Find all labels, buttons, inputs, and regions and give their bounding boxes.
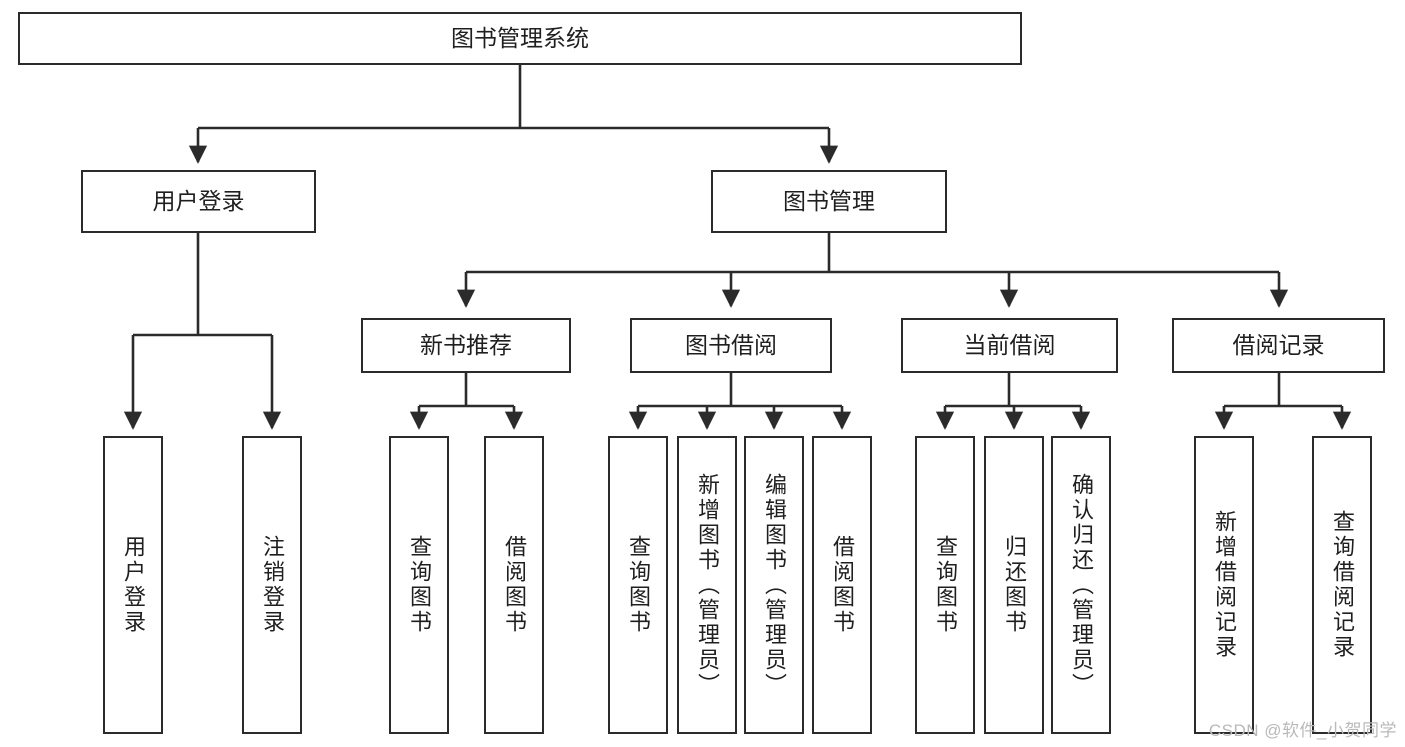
node-current-borrow[interactable]: 当前借阅 (901, 318, 1118, 373)
node-root-system[interactable]: 图书管理系统 (18, 12, 1022, 65)
node-label: 图书管理 (783, 187, 875, 214)
node-label: 查询图书 (933, 535, 958, 635)
node-leaf-borrow-book-bb[interactable]: 借阅图书 (812, 436, 872, 734)
node-label: 图书借阅 (685, 331, 777, 358)
node-label: 确认归还（管理员） (1069, 472, 1094, 698)
node-leaf-add-book-admin[interactable]: 新增图书（管理员） (677, 436, 737, 734)
node-label: 借阅记录 (1232, 331, 1325, 358)
node-leaf-query-borrow-record[interactable]: 查询借阅记录 (1312, 436, 1372, 734)
node-leaf-query-book-nb[interactable]: 查询图书 (389, 436, 449, 734)
node-label: 编辑图书（管理员） (762, 472, 787, 698)
node-user-login[interactable]: 用户登录 (81, 170, 316, 233)
node-leaf-query-book-cb[interactable]: 查询图书 (915, 436, 975, 734)
node-label: 新增图书（管理员） (695, 472, 720, 698)
node-label: 借阅图书 (830, 535, 855, 635)
node-leaf-user-login[interactable]: 用户登录 (103, 436, 163, 734)
node-label: 图书管理系统 (451, 24, 589, 51)
node-label: 查询图书 (407, 535, 432, 635)
node-leaf-query-book-bb[interactable]: 查询图书 (608, 436, 668, 734)
node-label: 查询借阅记录 (1330, 510, 1355, 660)
node-new-book-recommend[interactable]: 新书推荐 (361, 318, 571, 373)
node-leaf-return-book[interactable]: 归还图书 (984, 436, 1044, 734)
node-leaf-logout[interactable]: 注销登录 (242, 436, 302, 734)
node-leaf-confirm-return-admin[interactable]: 确认归还（管理员） (1051, 436, 1111, 734)
node-leaf-add-borrow-record[interactable]: 新增借阅记录 (1194, 436, 1254, 734)
node-book-borrow[interactable]: 图书借阅 (630, 318, 832, 373)
node-leaf-borrow-book-nb[interactable]: 借阅图书 (484, 436, 544, 734)
node-label: 用户登录 (152, 187, 245, 214)
node-label: 用户登录 (121, 535, 146, 635)
node-label: 当前借阅 (963, 331, 1056, 358)
node-label: 查询图书 (626, 535, 651, 635)
node-label: 新书推荐 (420, 331, 512, 358)
node-borrow-records[interactable]: 借阅记录 (1172, 318, 1385, 373)
node-label: 注销登录 (260, 535, 285, 635)
node-label: 归还图书 (1002, 535, 1027, 635)
node-book-management[interactable]: 图书管理 (711, 170, 947, 233)
node-label: 新增借阅记录 (1212, 510, 1237, 660)
node-leaf-edit-book-admin[interactable]: 编辑图书（管理员） (744, 436, 804, 734)
node-label: 借阅图书 (502, 535, 527, 635)
